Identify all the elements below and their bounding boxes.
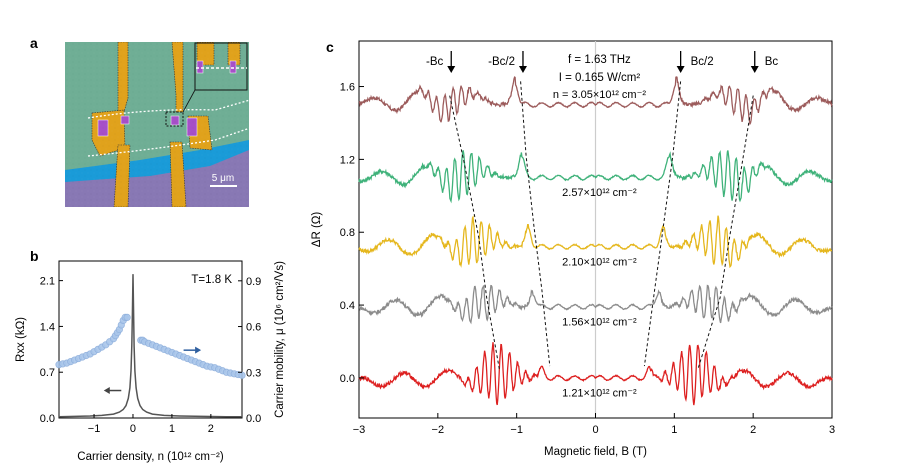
- x-tick-label: 0: [130, 423, 136, 435]
- y-tick-label: 0.8: [340, 227, 355, 239]
- frequency-label: f = 1.63 THz: [568, 54, 631, 66]
- y-tick-label-right: 0.3: [246, 367, 261, 379]
- y-tick-label: 1.2: [340, 154, 355, 166]
- panel-label-b: b: [30, 248, 39, 264]
- panel-label-c: c: [326, 39, 334, 55]
- panel-label-a: a: [30, 35, 38, 51]
- trace-2.1: [358, 215, 833, 269]
- y-tick-label-left: 2.1: [40, 276, 55, 288]
- x-tick-label: 1: [169, 423, 175, 435]
- density-label: n = 3.05×10¹² cm⁻²: [553, 89, 647, 101]
- x-axis-label: Carrier density, n (10¹² cm⁻²): [77, 451, 224, 463]
- marker-label: Bc/2: [691, 56, 714, 68]
- graphene-outline-bottom: [87, 127, 251, 157]
- y-tick-label: 1.6: [340, 82, 355, 94]
- marker-arrow-head: [750, 66, 759, 73]
- x-tick-label: −1: [88, 423, 101, 435]
- scale-bar-label: 5 μm: [212, 173, 234, 184]
- marker-label: Bc: [765, 56, 779, 68]
- mobility-point: [238, 371, 246, 379]
- temperature-annotation: T=1.8 K: [191, 274, 232, 286]
- marker-arrow-head: [447, 66, 456, 73]
- y-axis-label-left: Rxx (kΩ): [15, 317, 27, 362]
- x-tick-label: 3: [829, 424, 835, 436]
- x-tick-label: 2: [208, 423, 214, 435]
- zoom-connector: [182, 89, 196, 113]
- marker-label: -Bc: [426, 56, 444, 68]
- x-tick-label: −1: [510, 424, 523, 436]
- mobility-point: [123, 313, 131, 321]
- rxx-line: [58, 274, 242, 418]
- marker-label: -Bc/2: [488, 56, 515, 68]
- x-tick-label: 2: [750, 424, 756, 436]
- trace-1.56: [358, 284, 833, 325]
- y-tick-label-left: 1.4: [40, 321, 55, 333]
- guide-inner-left: [520, 81, 551, 367]
- trace-2.57: [358, 150, 833, 204]
- device-micrograph: 5 μm: [65, 42, 251, 207]
- y-tick-label-right: 0.0: [246, 413, 261, 425]
- mobility-arrow-head: [195, 346, 202, 354]
- density-label: 2.10×10¹² cm⁻²: [562, 256, 637, 268]
- y-tick-label-right: 0.6: [246, 322, 261, 334]
- x-tick-label: 0: [592, 424, 598, 436]
- zoom-inset-frame: [194, 42, 248, 91]
- x-axis-label: Magnetic field, B (T): [544, 446, 647, 458]
- density-label: 1.21×10¹² cm⁻²: [562, 388, 637, 400]
- y-tick-label: 0.0: [340, 373, 355, 385]
- zoom-source-box: [165, 111, 184, 127]
- marker-arrow-head: [676, 66, 685, 73]
- guide-outer-right: [697, 95, 754, 369]
- marker-arrow-head: [518, 66, 527, 73]
- trace-1.21: [358, 342, 833, 406]
- x-tick-label: −2: [432, 424, 445, 436]
- y-tick-label-left: 0.0: [40, 413, 55, 425]
- density-label: 2.57×10¹² cm⁻²: [562, 187, 637, 199]
- y-tick-label: 0.4: [340, 300, 355, 312]
- rxx-arrow-head: [103, 387, 110, 395]
- y-tick-label-right: 0.9: [246, 276, 261, 288]
- y-axis-label: ΔR (Ω): [311, 212, 323, 248]
- plot-frame-b: [58, 260, 243, 419]
- x-tick-label: −3: [353, 424, 366, 436]
- y-axis-label-right: Carrier mobility, μ (10⁶ cm²/Vs): [274, 261, 286, 418]
- x-tick-label: 1: [671, 424, 677, 436]
- guide-inner-right: [643, 81, 682, 367]
- density-label: 1.56×10¹² cm⁻²: [562, 316, 637, 328]
- intensity-label: I = 0.165 W/cm²: [559, 72, 641, 84]
- guide-outer-left: [449, 95, 500, 369]
- trace-3.05: [358, 76, 833, 126]
- y-tick-label-left: 0.7: [40, 367, 55, 379]
- graphene-outline-top: [87, 99, 251, 119]
- photoresistance-plot: n = 3.05×10¹² cm⁻² 2.57×10¹² cm⁻² 2.10×10¹…: [311, 40, 835, 458]
